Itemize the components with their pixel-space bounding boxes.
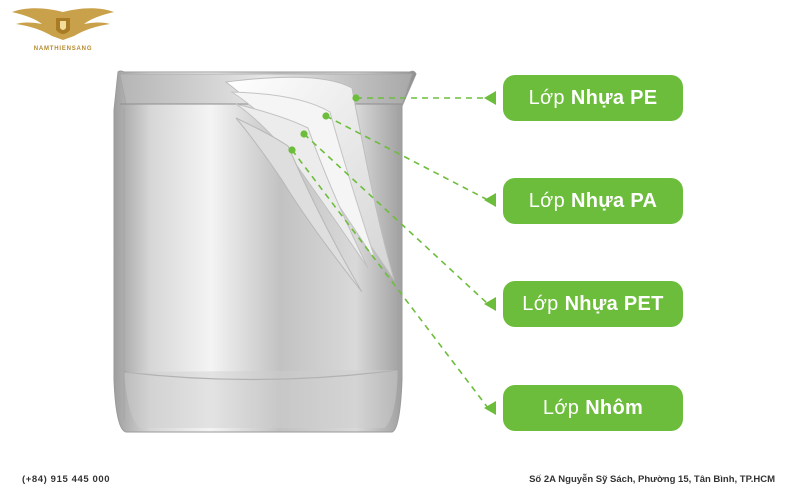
- label-prefix: Lớp: [528, 189, 566, 212]
- label-layer-pe: Lớp Nhựa PE: [503, 75, 683, 121]
- dot-aluminum: [288, 146, 296, 154]
- footer-phone: (+84) 915 445 000: [22, 474, 111, 485]
- label-layer-pa: Lớp Nhựa PA: [503, 178, 683, 224]
- arrow-pa: [484, 193, 496, 207]
- leader-line-pa: [325, 115, 489, 201]
- dot-pe: [352, 94, 360, 102]
- layer-aluminum-sheet: [235, 117, 363, 293]
- label-prefix: Lớp: [528, 86, 565, 109]
- leader-dots: [288, 94, 360, 154]
- label-name: Nhôm: [585, 396, 644, 419]
- arrow-aluminum: [484, 401, 496, 415]
- label-name: Nhựa PET: [564, 292, 664, 315]
- leader-arrows: [484, 91, 496, 415]
- arrow-pe: [484, 91, 496, 105]
- footer-address: Số 2A Nguyễn Sỹ Sách, Phường 15, Tân Bìn…: [529, 474, 775, 485]
- dot-pa: [322, 112, 330, 120]
- label-layer-aluminum: Lớp Nhôm: [503, 385, 683, 431]
- label-name: Nhựa PA: [571, 189, 658, 212]
- label-prefix: Lớp: [522, 292, 559, 315]
- label-name: Nhựa PE: [570, 86, 658, 109]
- leader-line-pet: [303, 133, 489, 305]
- brand-name: NAMTHIENSANG: [33, 46, 93, 52]
- dot-pet: [300, 130, 308, 138]
- label-layer-pet: Lớp Nhựa PET: [503, 281, 683, 327]
- winged-shield-icon: [12, 8, 114, 40]
- company-logo: NAMTHIENSANG: [8, 6, 118, 54]
- leader-lines: [291, 97, 489, 409]
- label-prefix: Lớp: [542, 396, 580, 419]
- arrow-pet: [484, 297, 496, 311]
